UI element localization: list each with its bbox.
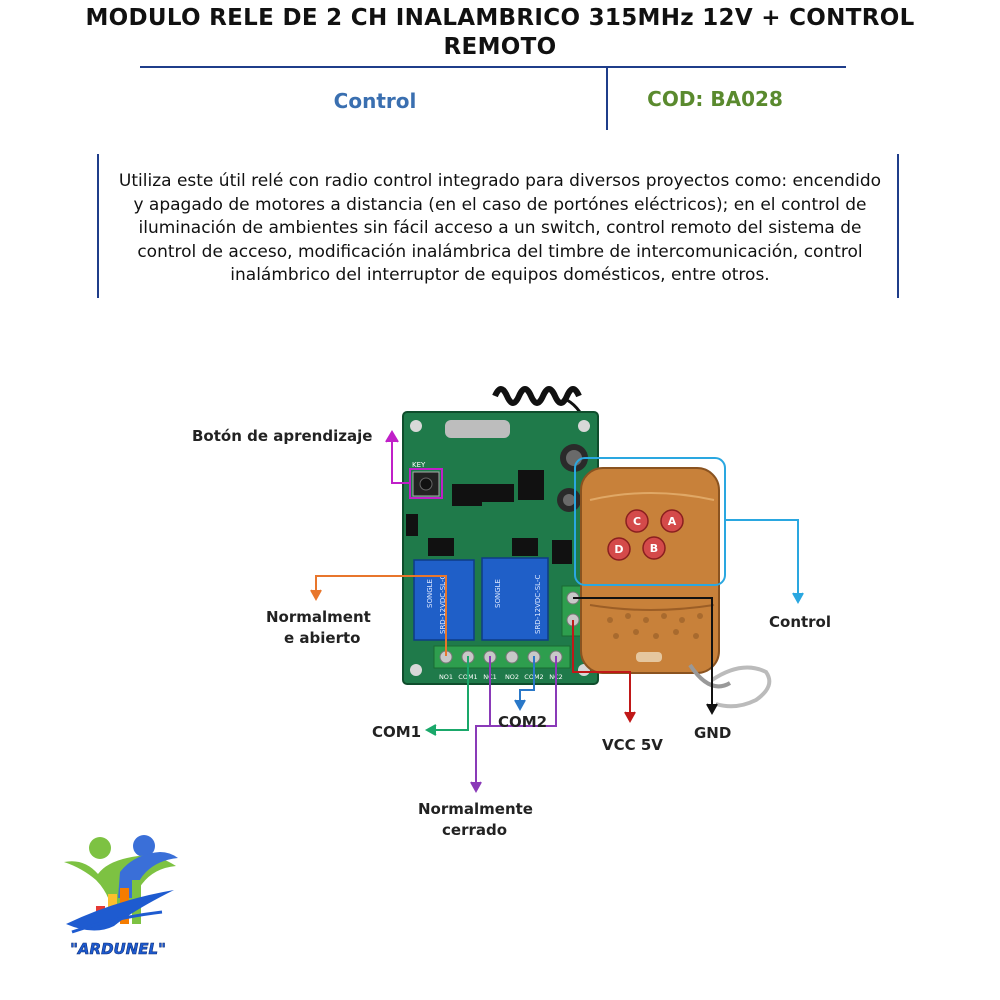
learn-button-callout	[385, 430, 443, 499]
key-label: KEY	[412, 461, 426, 469]
description-left-bar	[97, 154, 99, 298]
relay2-brand: SONGLE	[494, 579, 502, 608]
control-label: Control	[769, 613, 832, 631]
relay-board: KEY SRD-12VDC-SL-C SRD-12VDC-SL-C SONGLE…	[402, 411, 599, 685]
remote-button-c: C	[633, 515, 641, 528]
page-title: MODULO RELE DE 2 CH INALAMBRICO 315MHz 1…	[85, 5, 915, 60]
normally-open-label-line2: e abierto	[284, 629, 361, 647]
normally-closed-callout	[470, 656, 557, 794]
com2-label: COM2	[498, 713, 548, 731]
remote-control: A B C D	[580, 467, 772, 709]
product-description: Utiliza este útil relé con radio control…	[118, 171, 882, 285]
com1-label: COM1	[372, 723, 422, 741]
remote-button-a: A	[668, 515, 677, 528]
relay2-model: SRD-12VDC-SL-C	[534, 575, 542, 634]
remote-button-d: D	[614, 543, 623, 556]
control-callout	[574, 457, 804, 605]
header-vertical-divider	[606, 68, 608, 130]
product-category: Control	[333, 89, 417, 113]
product-code: COD: BA028	[647, 87, 783, 111]
com1-callout	[424, 656, 469, 736]
relay1-brand: SONGLE	[426, 579, 434, 608]
relay1-model: SRD-12VDC-SL-C	[439, 575, 447, 634]
learn-button-label: Botón de aprendizaje	[192, 427, 373, 445]
normally-open-label-line1: Normalment	[266, 608, 371, 626]
normally-closed-label-line1: Normalmente	[418, 800, 533, 818]
remote-button-b: B	[650, 542, 658, 555]
normally-closed-label-line2: cerrado	[442, 821, 508, 839]
terminal-label-4: NO2	[505, 673, 519, 681]
logo-text: "ARDUNEL"	[70, 940, 166, 958]
vcc-callout	[572, 620, 636, 724]
description-right-bar	[897, 154, 899, 298]
vcc-label: VCC 5V	[602, 736, 663, 754]
gnd-callout	[573, 597, 718, 716]
normally-open-callout	[310, 575, 447, 656]
terminal-label-1: NO1	[439, 673, 453, 681]
header-divider	[140, 66, 846, 68]
ardunel-logo: "ARDUNEL"	[64, 835, 178, 958]
com2-callout	[514, 656, 535, 712]
gnd-label: GND	[694, 724, 732, 742]
